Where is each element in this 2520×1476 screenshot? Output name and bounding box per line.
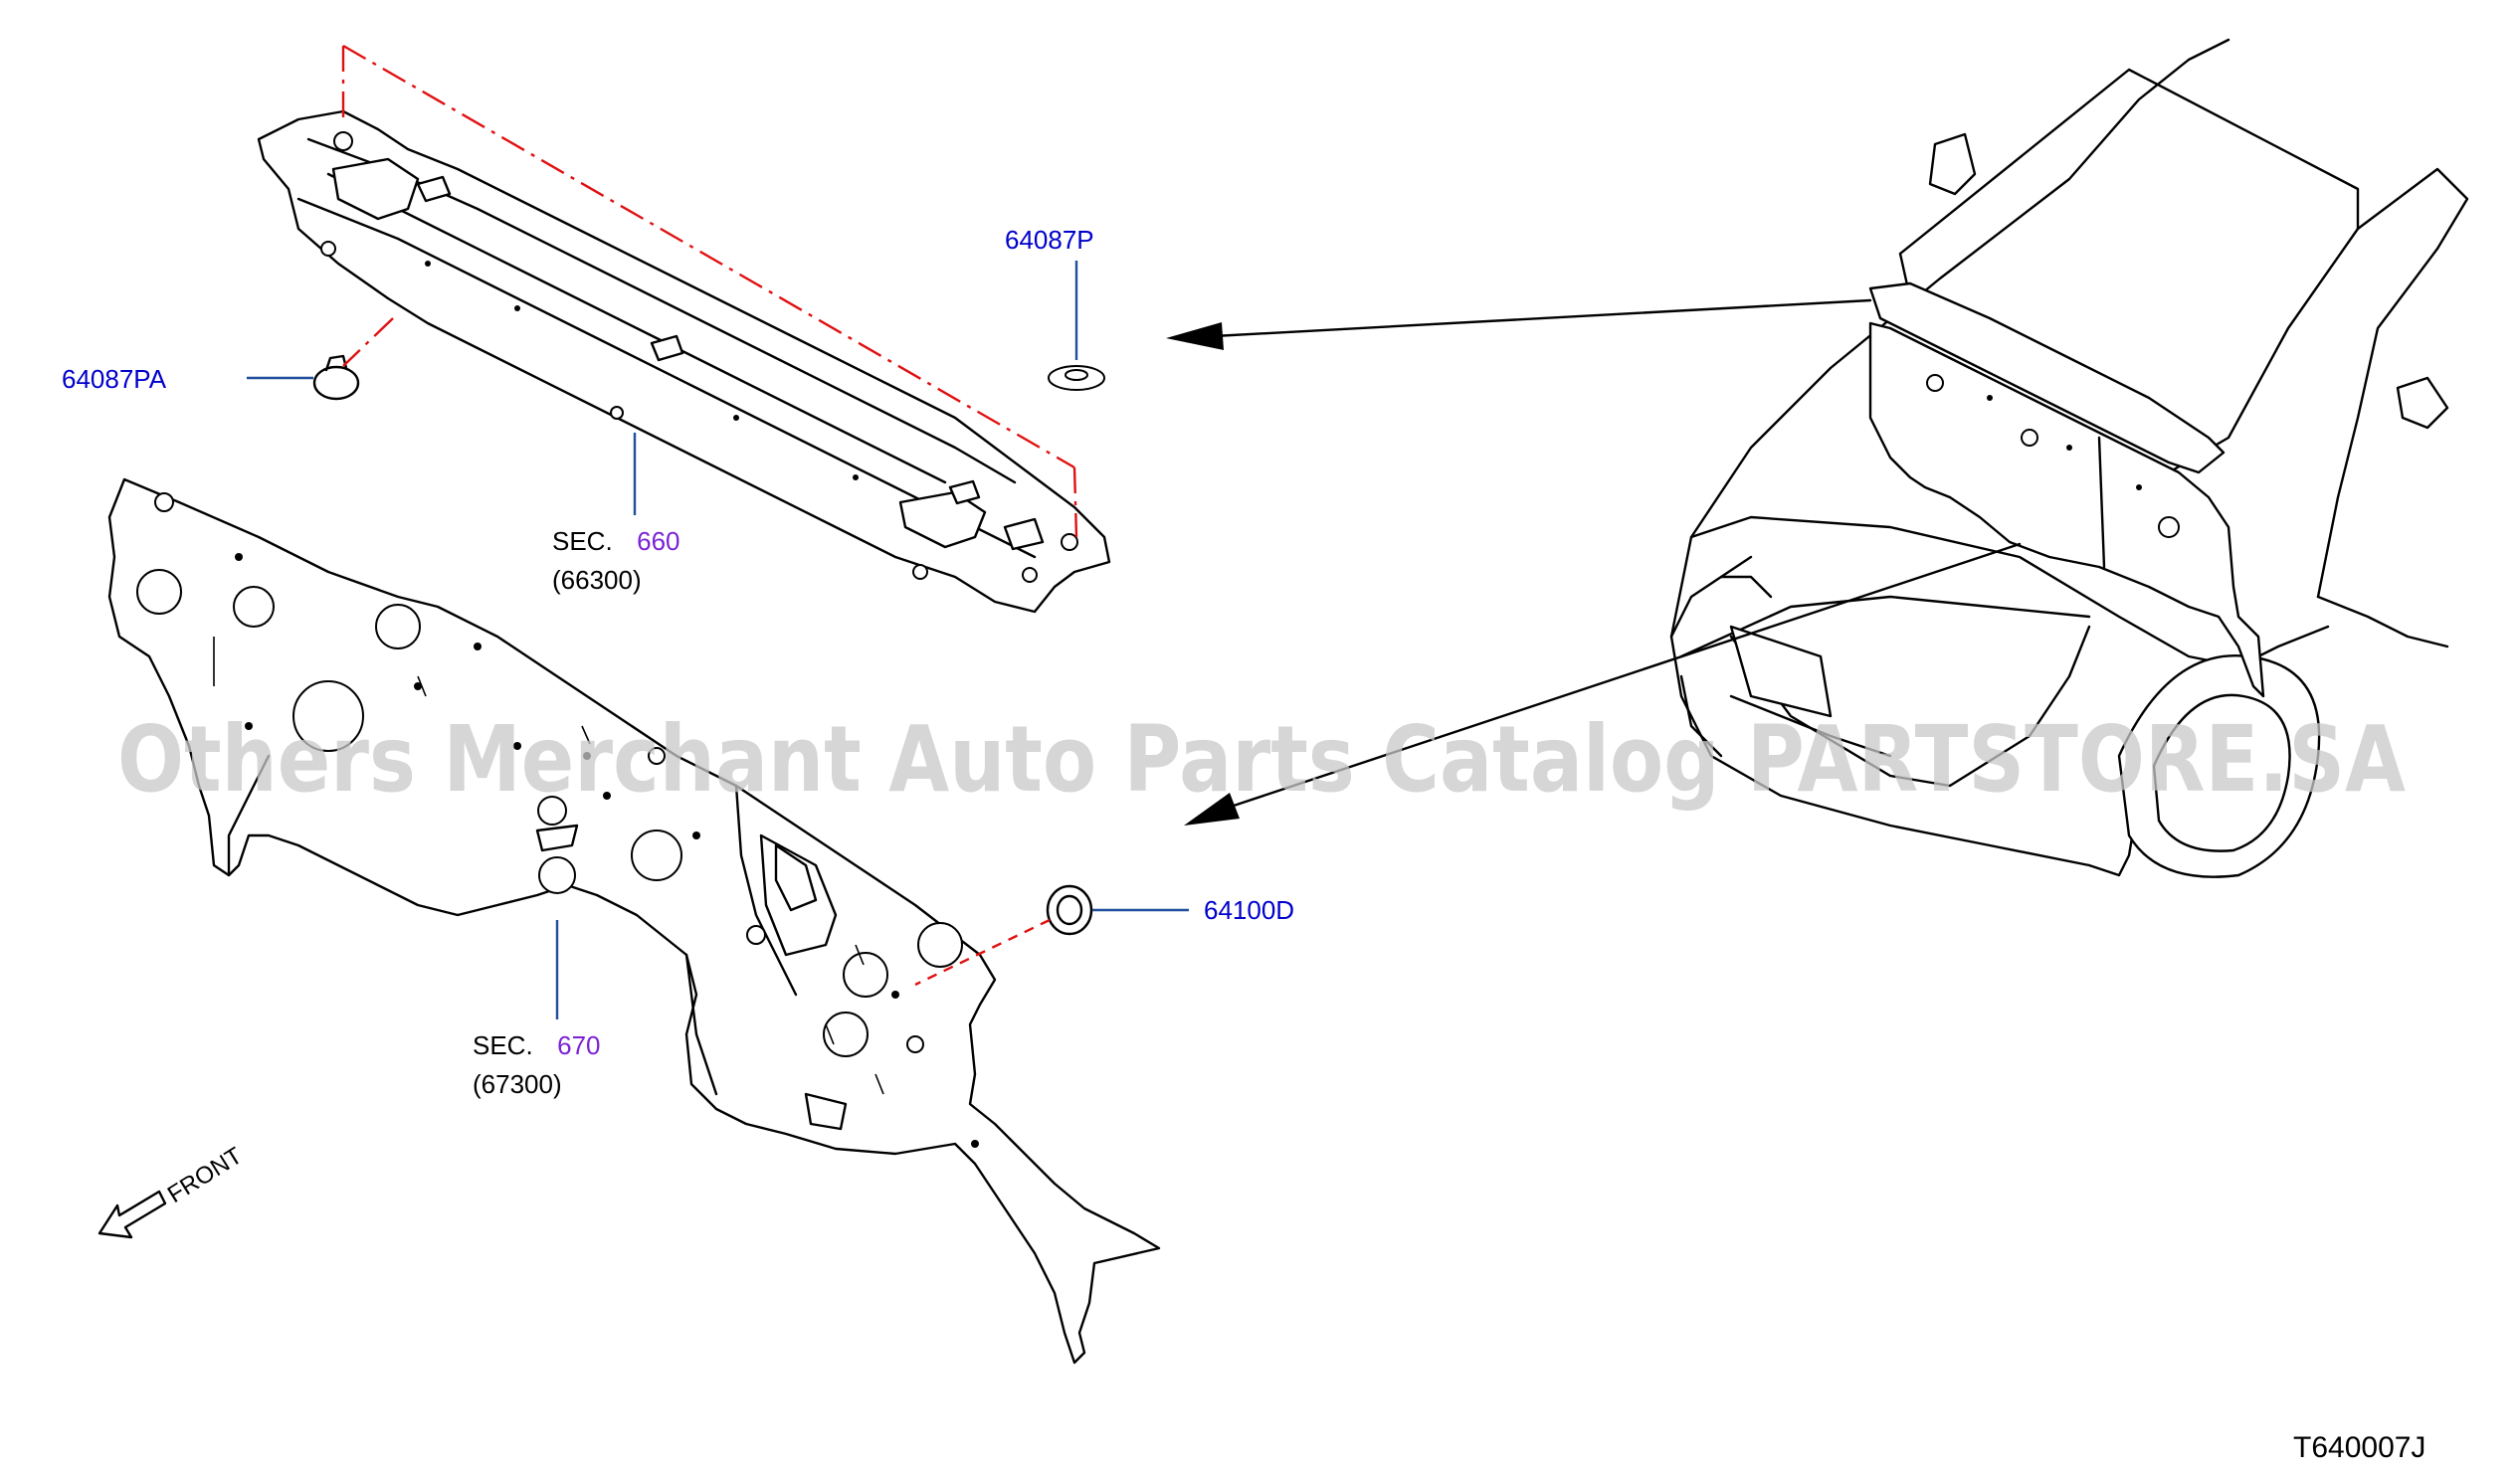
section-prefix: SEC. xyxy=(552,526,613,556)
section-code: 660 xyxy=(637,526,679,556)
leader-lines xyxy=(247,261,1189,1019)
section-prefix: SEC. xyxy=(473,1030,533,1060)
part-label-64087pa[interactable]: 64087PA xyxy=(62,364,167,394)
front-arrow: FRONT xyxy=(97,1142,248,1239)
plug-64100d xyxy=(1046,884,1093,936)
diagram-code: T640007J xyxy=(2293,1431,2425,1464)
watermark: Others Merchant Auto Parts Catalog PARTS… xyxy=(117,706,2406,813)
callout-arrows xyxy=(1166,298,2022,826)
grommet-64087p xyxy=(1048,365,1105,391)
section-ref-670[interactable]: SEC. 670 xyxy=(473,1030,601,1060)
part-label-64100d[interactable]: 64100D xyxy=(1204,895,1294,925)
dash-lower-panel xyxy=(107,477,1161,1365)
cowl-top-panel xyxy=(257,109,1111,614)
part-label-64087p[interactable]: 64087P xyxy=(1005,225,1094,255)
alignment-lines xyxy=(341,44,1078,987)
section-ref-660[interactable]: SEC. 660 xyxy=(552,526,680,556)
section-code: 670 xyxy=(557,1030,600,1060)
section-sub-66300: (66300) xyxy=(552,565,642,595)
vehicle-overview xyxy=(1669,38,2469,878)
front-label: FRONT xyxy=(163,1142,248,1208)
clip-64087pa xyxy=(312,354,360,401)
section-sub-67300: (67300) xyxy=(473,1069,562,1099)
